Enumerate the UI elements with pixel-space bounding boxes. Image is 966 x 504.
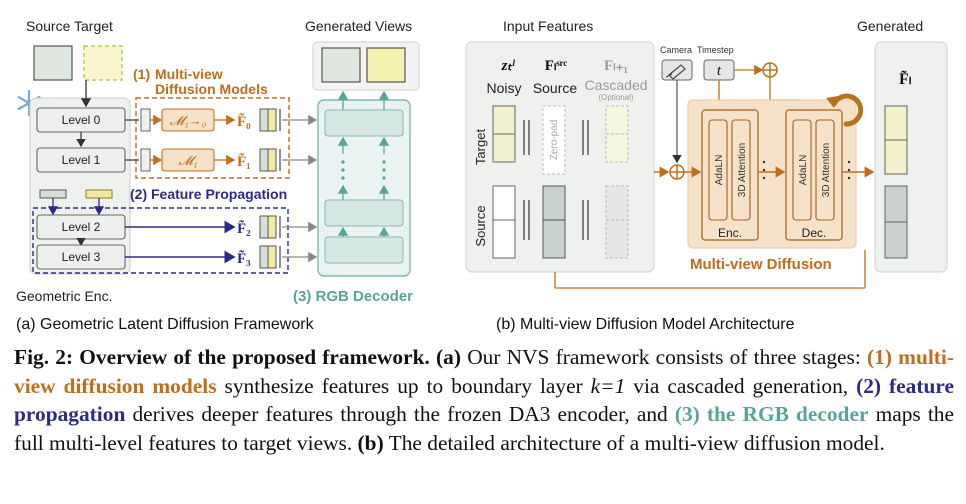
feature-stacks bbox=[259, 108, 277, 269]
caption-text: synthesize features up to boundary layer bbox=[224, 373, 583, 398]
panel-a: Source Target Generated Views Level 0 Le… bbox=[16, 18, 420, 333]
feature-f1-label: F̃₁ bbox=[237, 153, 251, 170]
noisy-column bbox=[492, 105, 516, 259]
loop-arrow-icon bbox=[826, 93, 864, 127]
generated-target-view bbox=[366, 47, 406, 83]
source-symbol: Fₗˢʳᶜ bbox=[545, 58, 568, 74]
feature-f2-label: F̃₂ bbox=[237, 220, 251, 237]
diffusion-models-box bbox=[135, 97, 290, 179]
feature-f3-label: F̃₃ bbox=[237, 250, 251, 267]
source-label: Source bbox=[533, 80, 578, 96]
enc-adaln-label: AdaLN bbox=[714, 155, 725, 186]
caption-stage2: (2) feature propagation bbox=[14, 373, 954, 427]
fig-label: Fig. 2: bbox=[14, 345, 74, 369]
dec-label: Dec. bbox=[802, 226, 827, 240]
dec-adaln bbox=[792, 119, 812, 221]
multiview-diffusion-panel bbox=[687, 99, 857, 249]
caption-title: Overview of the proposed framework. bbox=[79, 345, 430, 369]
generated-source-view bbox=[321, 47, 361, 83]
level-0-label: Level 0 bbox=[62, 113, 101, 127]
panel-b-caption: (b) Multi-view Diffusion Model Architect… bbox=[496, 316, 795, 333]
feature-propagation-label: (2) Feature Propagation bbox=[130, 186, 287, 202]
panel-b: Input Features Generated zₜˡ Noisy Fₗˢʳᶜ… bbox=[465, 18, 948, 333]
decoder-block-1 bbox=[324, 109, 404, 137]
enc-label: Enc. bbox=[718, 226, 742, 240]
level-0-token bbox=[140, 108, 151, 132]
target-row-label: Target bbox=[473, 129, 488, 166]
rgb-decoder-label: (3) RGB Decoder bbox=[293, 288, 413, 305]
input-features-title: Input Features bbox=[503, 18, 593, 34]
level-3-label: Level 3 bbox=[62, 250, 101, 264]
target-token bbox=[85, 189, 113, 199]
decoder-block-2 bbox=[324, 199, 404, 227]
timestep-label: Timestep bbox=[697, 45, 734, 55]
caption-a-mark: (a) bbox=[436, 345, 461, 369]
stage1-line1: Multi-view bbox=[155, 66, 223, 82]
caption-stage3: (3) the RGB decoder bbox=[674, 402, 869, 427]
target-image-placeholder bbox=[83, 45, 123, 81]
source-column bbox=[542, 185, 566, 259]
dec-attention-label: 3D Attention bbox=[821, 143, 832, 197]
source-target-title: Source Target bbox=[26, 18, 113, 34]
enc-attention bbox=[731, 119, 751, 221]
decoder-block bbox=[785, 109, 843, 241]
dec-adaln-label: AdaLN bbox=[798, 155, 809, 186]
caption-text: via cascaded generation, bbox=[633, 373, 849, 398]
caption-text: The detailed architecture of a multi-vie… bbox=[388, 430, 885, 455]
caption-text: Our NVS framework consists of three stag… bbox=[467, 345, 861, 369]
caption-text: derives deeper features through the froz… bbox=[132, 402, 668, 427]
stage1-number: (1) bbox=[133, 66, 150, 82]
feature-f0-label: F̃₀ bbox=[237, 113, 251, 130]
add-node-icon bbox=[669, 164, 685, 180]
cascaded-symbol: Fₗ₊₁ bbox=[604, 58, 628, 74]
noisy-symbol: zₜˡ bbox=[501, 58, 516, 74]
camera-label: Camera bbox=[660, 45, 692, 55]
caption-stage1: (1) multi-view diffusion models bbox=[14, 345, 954, 398]
level-2-label: Level 2 bbox=[62, 220, 101, 234]
enc-attention-label: 3D Attention bbox=[737, 143, 748, 197]
source-row-label: Source bbox=[473, 205, 488, 246]
camera-icon bbox=[665, 64, 686, 80]
stage1-line2: Diffusion Models bbox=[155, 81, 268, 97]
cascaded-label: Cascaded bbox=[584, 77, 647, 93]
generated-views-title: Generated Views bbox=[305, 18, 412, 34]
encoder-block bbox=[701, 109, 759, 241]
model-m1-label: 𝓜₁ bbox=[178, 153, 197, 168]
geometric-enc-label: Geometric Enc. bbox=[16, 288, 112, 304]
noisy-label: Noisy bbox=[486, 80, 521, 96]
source-image bbox=[33, 45, 73, 81]
model-m1-to-0-label: 𝓜₁→₀ bbox=[170, 113, 207, 128]
dec-attention bbox=[815, 119, 835, 221]
decoder-block-3 bbox=[324, 236, 404, 264]
multiview-diffusion-label: Multi-view Diffusion bbox=[690, 256, 832, 273]
optional-label: (Optional) bbox=[598, 93, 633, 102]
level-1-label: Level 1 bbox=[62, 153, 101, 167]
figure: Source Target Generated Views Level 0 Le… bbox=[16, 18, 948, 333]
zero-pad-block bbox=[542, 105, 566, 175]
source-token bbox=[39, 189, 67, 199]
timestep-symbol: t bbox=[717, 63, 722, 79]
cascaded-column bbox=[605, 105, 629, 259]
caption-k-eq: k=1 bbox=[590, 373, 626, 398]
figure-caption: Fig. 2: Overview of the proposed framewo… bbox=[14, 343, 954, 457]
generated-column bbox=[884, 105, 908, 259]
generated-title: Generated bbox=[857, 18, 923, 34]
level-1-token bbox=[140, 148, 151, 172]
add-node-icon bbox=[762, 62, 778, 78]
caption-b-mark: (b) bbox=[357, 430, 384, 455]
caption-text: maps the full multi-level features to ta… bbox=[14, 402, 954, 455]
output-symbol: F̃ₗ bbox=[899, 69, 912, 89]
enc-adaln bbox=[708, 119, 728, 221]
zero-pad-label: Zero-pad bbox=[549, 120, 560, 161]
panel-a-caption: (a) Geometric Latent Diffusion Framework bbox=[16, 316, 315, 333]
